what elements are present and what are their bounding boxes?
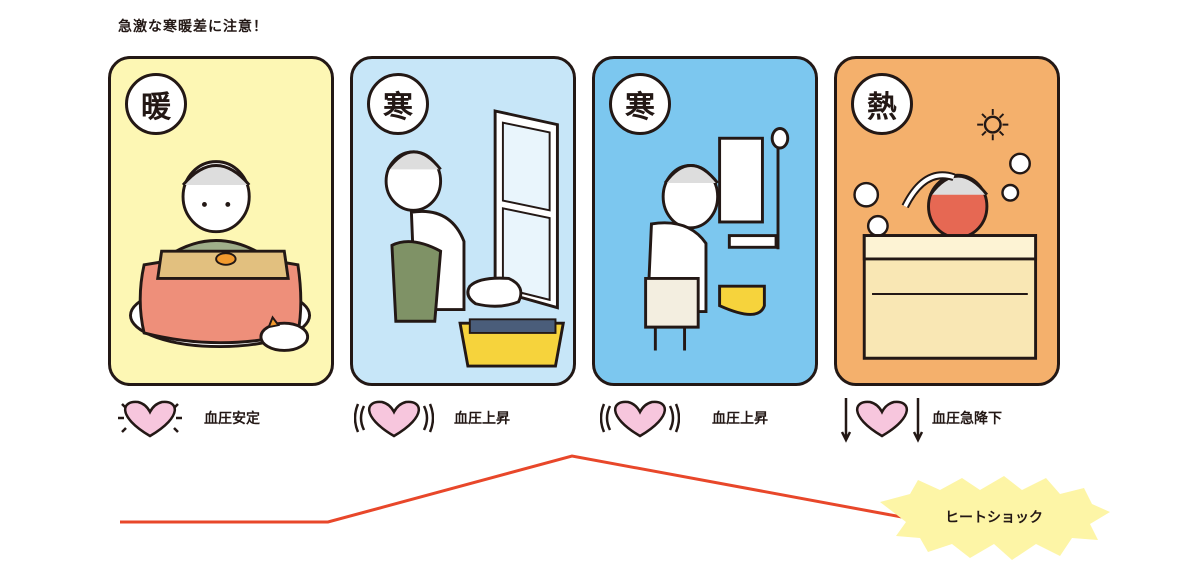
rising-heart-icon-2 xyxy=(600,400,680,438)
hot-kanji-badge: 熱 xyxy=(851,73,913,135)
falling-heart-icon xyxy=(840,398,924,443)
kotatsu-illustration xyxy=(129,160,312,352)
hot-bath-illustration xyxy=(853,109,1038,360)
page-title: 急激な寒暖差に注意！ xyxy=(118,19,268,35)
changing-room-illustration xyxy=(384,109,566,368)
bp-trend-line xyxy=(120,454,919,524)
bp-label-stable: 血圧安定 xyxy=(204,411,260,427)
warm-kanji-badge: 暖 xyxy=(125,73,187,135)
bathroom-illustration xyxy=(644,127,790,351)
bp-label-drop: 血圧急降下 xyxy=(932,411,1002,427)
bp-label-rise-1: 血圧上昇 xyxy=(454,411,510,427)
rising-heart-icon xyxy=(354,400,434,438)
bp-label-rise-2: 血圧上昇 xyxy=(712,411,768,427)
panel-cold-changing-room: 寒 xyxy=(350,56,576,386)
cold-kanji-badge-1: 寒 xyxy=(367,73,429,135)
stable-heart-icon xyxy=(118,400,182,438)
heat-shock-label: ヒートショック xyxy=(945,510,1043,526)
heat-shock-burst xyxy=(880,476,1110,560)
cold-kanji-badge-2: 寒 xyxy=(609,73,671,135)
panel-cold-bathroom: 寒 xyxy=(592,56,818,386)
panel-hot-bath: 熱 xyxy=(834,56,1060,386)
panel-warm: 暖 xyxy=(108,56,334,386)
bp-trend-diagram: ヒートショック xyxy=(120,454,1110,560)
